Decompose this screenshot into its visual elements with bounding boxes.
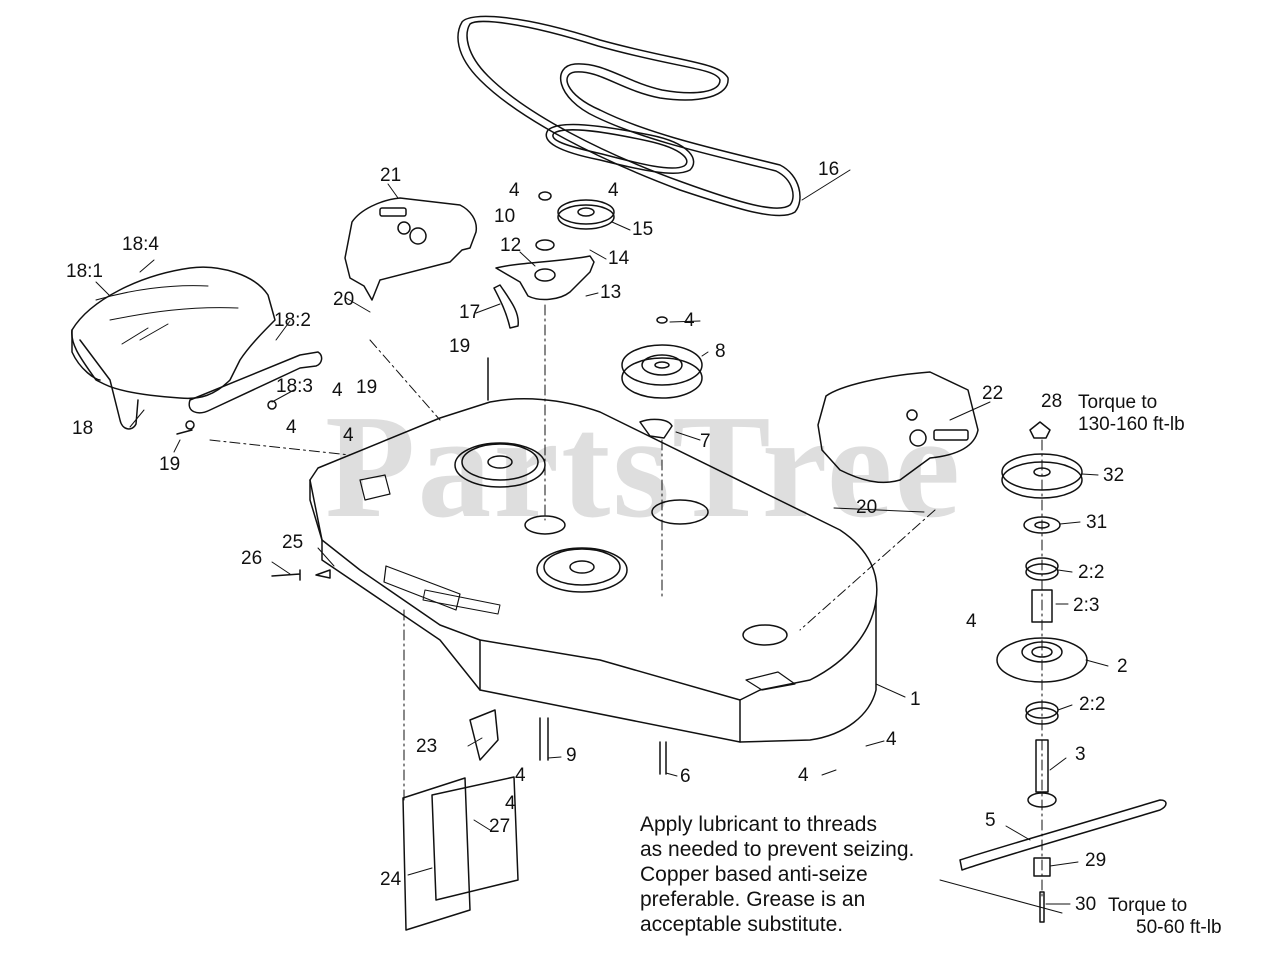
callout-23: 23	[416, 736, 438, 757]
callout-4: 4	[684, 310, 695, 331]
callout-2-2-lower: 2:2	[1079, 694, 1106, 715]
callout-9: 9	[566, 745, 577, 766]
note-line-3: Copper based anti-seize	[640, 863, 868, 886]
callout-4: 4	[332, 380, 343, 401]
callout-12: 12	[500, 235, 522, 256]
callout-17: 17	[459, 302, 481, 323]
spindle-assembly-drawing	[939, 421, 1167, 923]
callout-16: 16	[818, 159, 840, 180]
callout-25: 25	[282, 532, 304, 553]
callout-10: 10	[494, 206, 516, 227]
note-line-4: preferable. Grease is an	[640, 888, 866, 911]
leader-lines	[95, 169, 1109, 905]
callout-3: 3	[1075, 744, 1086, 765]
callout-8: 8	[715, 341, 726, 362]
hardware-drawing	[176, 357, 667, 775]
callout-7: 7	[700, 431, 711, 452]
callout-4: 4	[966, 611, 977, 632]
callout-19: 19	[449, 336, 471, 357]
callout-14: 14	[608, 248, 630, 269]
torque-spec-30: Torque to 50-60 ft-lb	[1108, 895, 1222, 939]
callout-4: 4	[343, 425, 354, 446]
callout-28: 28	[1041, 391, 1063, 412]
torque-28-line2: 130-160 ft-lb	[1078, 414, 1185, 435]
callout-4: 4	[798, 765, 809, 786]
callout-13: 13	[600, 282, 622, 303]
callout-4: 4	[505, 793, 516, 814]
callout-18-3: 18:3	[276, 376, 313, 397]
idler-arm-drawing	[493, 191, 595, 329]
callout-18: 18	[72, 418, 94, 439]
callout-30: 30	[1075, 894, 1097, 915]
callout-2-2: 2:2	[1078, 562, 1105, 583]
callout-2-3: 2:3	[1073, 595, 1100, 616]
callout-31: 31	[1086, 512, 1108, 533]
callout-24: 24	[380, 869, 402, 890]
callout-22: 22	[982, 383, 1004, 404]
note-line-1: Apply lubricant to threads	[640, 813, 877, 836]
exploded-view-lines	[209, 304, 1043, 901]
callout-20: 20	[333, 289, 355, 310]
cover-21-drawing	[344, 197, 478, 301]
torque-30-line2: 50-60 ft-lb	[1136, 917, 1222, 938]
callout-21: 21	[380, 165, 402, 186]
callout-32: 32	[1103, 465, 1125, 486]
pulleys-drawing	[557, 199, 703, 439]
callout-19: 19	[159, 454, 181, 475]
torque-30-line1: Torque to	[1108, 895, 1188, 916]
callout-18-2: 18:2	[274, 310, 311, 331]
torque-28-line1: Torque to	[1078, 392, 1158, 413]
callout-4: 4	[515, 765, 526, 786]
callout-6: 6	[680, 766, 691, 787]
bracket-drawing	[185, 351, 323, 430]
callout-20: 20	[856, 497, 878, 518]
watermark: PartsTree	[325, 385, 963, 549]
baffle-drawing	[402, 709, 519, 931]
assembly-note: Apply lubricant to threads as needed to …	[640, 812, 970, 937]
left-cover-drawing	[71, 266, 276, 430]
note-line-2: as needed to prevent seizing.	[640, 838, 915, 861]
note-line-5: acceptable substitute.	[640, 913, 844, 936]
callout-19: 19	[356, 377, 378, 398]
callout-2: 2	[1117, 656, 1128, 677]
callout-4: 4	[509, 180, 520, 201]
callout-18-4: 18:4	[122, 234, 159, 255]
callout-4: 4	[886, 729, 897, 750]
callout-18-1: 18:1	[66, 261, 103, 282]
callout-4: 4	[286, 417, 297, 438]
belts-drawing	[457, 15, 801, 217]
mower-deck-drawing	[309, 398, 878, 743]
callout-5: 5	[985, 810, 996, 831]
callout-26: 26	[241, 548, 263, 569]
callout-27: 27	[489, 816, 511, 837]
torque-spec-28: Torque to 130-160 ft-lb	[1078, 392, 1185, 436]
callout-1: 1	[910, 689, 921, 710]
cover-22-drawing	[817, 371, 979, 484]
callout-15: 15	[632, 219, 654, 240]
callout-29: 29	[1085, 850, 1107, 871]
callout-4: 4	[608, 180, 619, 201]
